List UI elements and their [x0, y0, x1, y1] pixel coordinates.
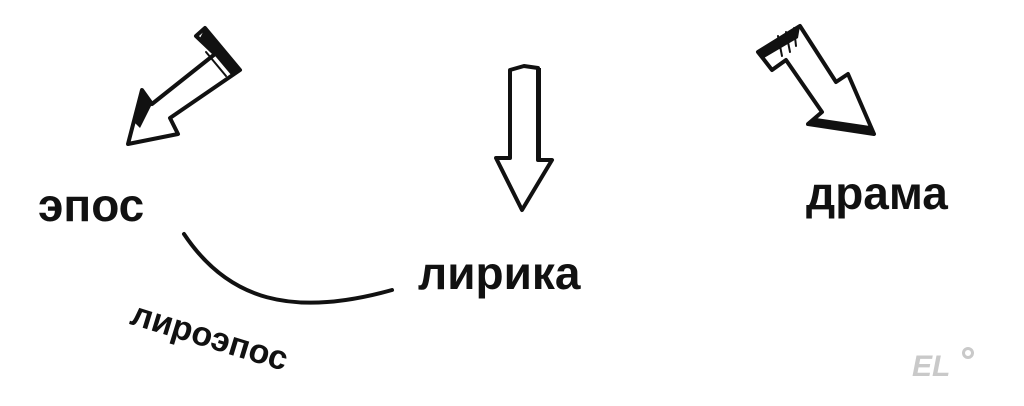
connector-curve [182, 232, 394, 305]
logo-dot-icon [962, 347, 974, 359]
arrow-down-icon [494, 64, 554, 212]
logo: EL [912, 350, 951, 383]
node-epos: эпос [38, 179, 145, 231]
node-drama: драма [806, 167, 948, 219]
arrow-down-left-icon [126, 26, 242, 146]
node-lirika: лирика [418, 247, 581, 299]
arrow-down-right-icon [756, 24, 876, 136]
